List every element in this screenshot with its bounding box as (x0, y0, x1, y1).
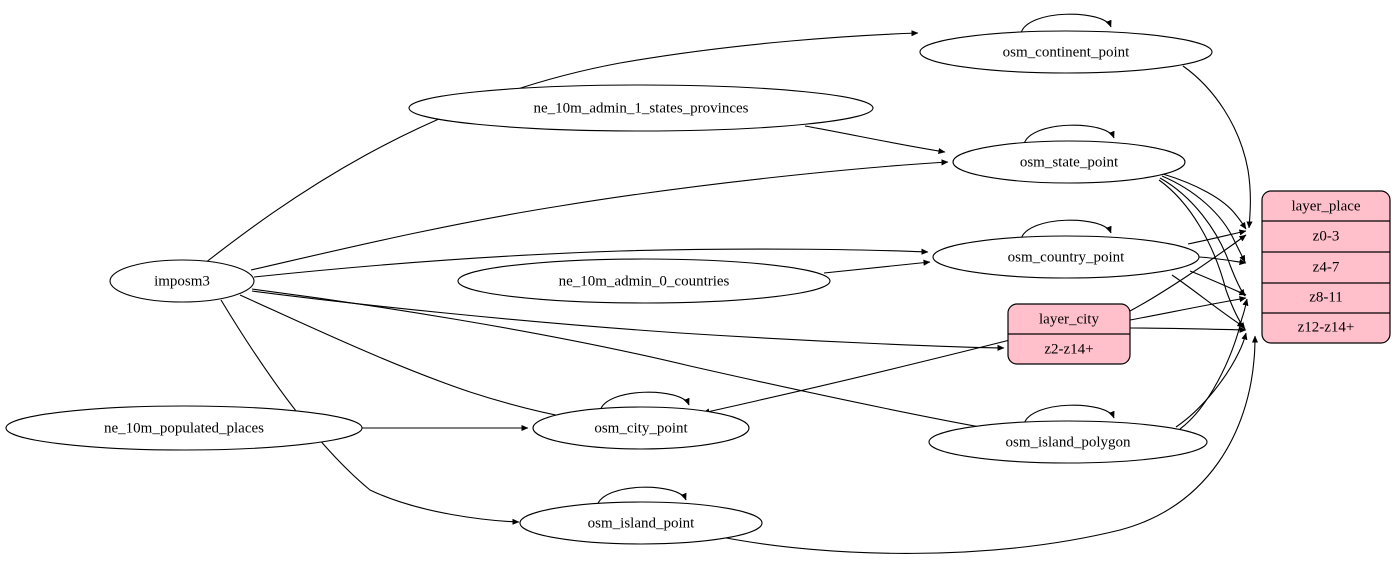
edge-osm-island-polygon-to-layer-place-z8-11 (1179, 298, 1249, 430)
edge-imposm3-to-osm-city-point (239, 294, 577, 421)
node-osm-continent-point[interactable]: osm_continent_point (919, 30, 1213, 74)
node-osm-state-point-label: osm_state_point (1020, 154, 1119, 170)
edge-osm-country-point-to-layer-place-z8-11 (1189, 270, 1247, 296)
node-layer-city-title: layer_city (1039, 311, 1099, 327)
edge-imposm3-to-osm-country-point (253, 248, 929, 278)
node-osm-city-point[interactable]: osm_city_point (532, 406, 750, 450)
edge-osm-country-point-to-layer-place-z4-7 (1198, 256, 1247, 266)
edge-ne-admin0-to-osm-country-point (823, 259, 931, 274)
node-imposm3-label: imposm3 (154, 273, 210, 289)
node-layer-city[interactable]: layer_city z2-z14+ (1007, 303, 1131, 365)
node-layer-place-row-z0-3: z0-3 (1313, 228, 1340, 244)
edge-osm-state-point-to-layer-place-z0-3 (1162, 173, 1247, 230)
record-nodes-group: layer_city z2-z14+ layer_place z0-3 z4-7… (1007, 190, 1391, 365)
node-osm-island-point-label: osm_island_point (588, 515, 696, 531)
edge-osm-state-point-to-layer-place-z12 (1158, 179, 1246, 330)
edge-imposm3-to-osm-continent-point (204, 30, 919, 264)
node-osm-state-point[interactable]: osm_state_point (952, 140, 1186, 184)
node-ne-10m-populated-places-label: ne_10m_populated_places (104, 420, 264, 436)
node-ne-10m-admin-0-countries-label: ne_10m_admin_0_countries (559, 273, 730, 289)
node-osm-island-polygon-label: osm_island_polygon (1005, 434, 1131, 450)
node-ne-10m-populated-places[interactable]: ne_10m_populated_places (5, 405, 363, 451)
edges-group (204, 13, 1259, 554)
edge-layer-city-to-layer-place-z12 (1129, 326, 1247, 333)
edge-layer-city-to-osm-city-point (702, 339, 1011, 415)
edge-imposm3-to-osm-state-point (250, 159, 949, 271)
edge-self-loop-osm-city-point (599, 391, 690, 412)
nodes-group: imposm3 ne_10m_populated_places ne_10m_a… (5, 30, 1213, 545)
edge-layer-city-to-layer-place-z8-11 (1129, 296, 1247, 321)
edge-self-loop-osm-state-point (1023, 124, 1115, 145)
node-layer-place-row-z4-7: z4-7 (1313, 259, 1340, 275)
node-osm-continent-point-label: osm_continent_point (1003, 44, 1130, 60)
node-osm-country-point-label: osm_country_point (1008, 249, 1125, 265)
edge-osm-island-polygon-to-layer-place-z12 (1175, 332, 1248, 428)
edge-osm-country-point-to-layer-place-z0-3 (1187, 229, 1247, 245)
edge-layer-city-to-layer-place-z0-3 (1129, 234, 1247, 312)
node-osm-city-point-label: osm_city_point (594, 420, 688, 436)
node-layer-place-title: layer_place (1291, 198, 1360, 214)
node-osm-country-point[interactable]: osm_country_point (932, 235, 1200, 279)
node-ne-10m-admin-0-countries[interactable]: ne_10m_admin_0_countries (457, 258, 831, 304)
edge-self-loop-osm-island-polygon (1023, 404, 1115, 425)
node-imposm3[interactable]: imposm3 (109, 259, 255, 303)
node-layer-city-row-z2-z14: z2-z14+ (1044, 341, 1093, 357)
node-layer-place[interactable]: layer_place z0-3 z4-7 z8-11 z12-z14+ (1261, 190, 1391, 344)
edge-self-loop-osm-continent-point (1020, 13, 1112, 34)
node-osm-island-polygon[interactable]: osm_island_polygon (928, 420, 1208, 464)
edge-self-loop-osm-country-point (1020, 219, 1112, 240)
node-ne-10m-admin-1-states-provinces-label: ne_10m_admin_1_states_provinces (534, 100, 749, 116)
edge-imposm3-to-osm-island-point (220, 299, 520, 525)
edge-osm-country-point-to-layer-place-z12 (1171, 274, 1245, 328)
edge-osm-continent-point-to-layer-place-z0-3 (1182, 65, 1253, 229)
node-osm-island-point[interactable]: osm_island_point (519, 501, 763, 545)
edge-osm-state-point-to-layer-place-z4-7 (1161, 175, 1246, 263)
node-layer-place-row-z12-z14: z12-z14+ (1298, 319, 1355, 335)
edge-self-loop-osm-island-point (596, 486, 687, 507)
node-ne-10m-admin-1-states-provinces[interactable]: ne_10m_admin_1_states_provinces (408, 84, 874, 132)
node-layer-place-row-z8-11: z8-11 (1309, 289, 1343, 305)
edge-imposm3-to-osm-island-polygon (251, 288, 1004, 433)
edge-osm-island-point-to-layer-place-z12 (720, 335, 1259, 554)
edge-ne-admin1-to-osm-state-point (804, 125, 946, 155)
